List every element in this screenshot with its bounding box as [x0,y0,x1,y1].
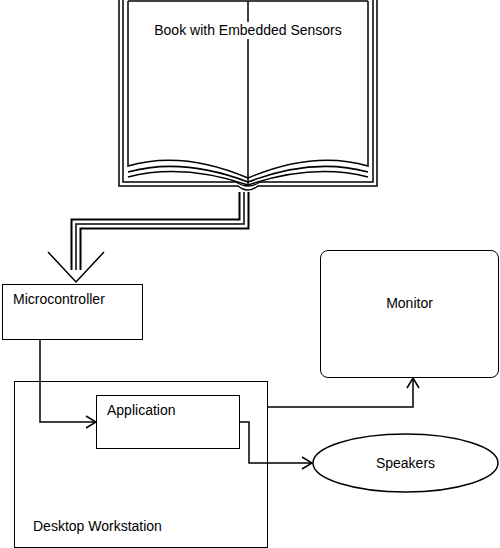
node-label: Speakers [376,455,435,472]
book-stroke [119,0,377,190]
connector-arrow [268,378,419,407]
speakers-ellipse: Speakers [312,433,499,493]
book-shape: Book with Embedded Sensors [117,0,379,194]
arrowhead [302,457,312,469]
arrowhead [86,416,96,428]
application-box: Application [96,395,240,449]
arrowhead [407,378,419,388]
arrowhead [48,252,104,282]
workstation-box: Desktop Workstation Application [14,381,268,548]
book-stroke [128,172,248,185]
node-label: Desktop Workstation [33,518,162,535]
book-stroke [123,0,373,186]
bus-arrow [48,192,244,282]
node-label: Microcontroller [13,291,142,308]
bus-line [76,192,244,270]
connector-line [268,378,413,407]
ellipse-border [313,434,498,492]
connector-arrow [40,340,96,428]
process-box: Microcontroller [2,284,143,340]
node-label: Book with Embedded Sensors [151,22,345,39]
connector-arrow [240,422,312,469]
monitor-box: Monitor [320,250,499,378]
bus-line [76,192,244,270]
node-label: Application [107,402,239,419]
connector-line [240,422,312,463]
bus-line [76,192,244,270]
node-label: Monitor [386,295,433,312]
book-stroke [248,172,368,185]
